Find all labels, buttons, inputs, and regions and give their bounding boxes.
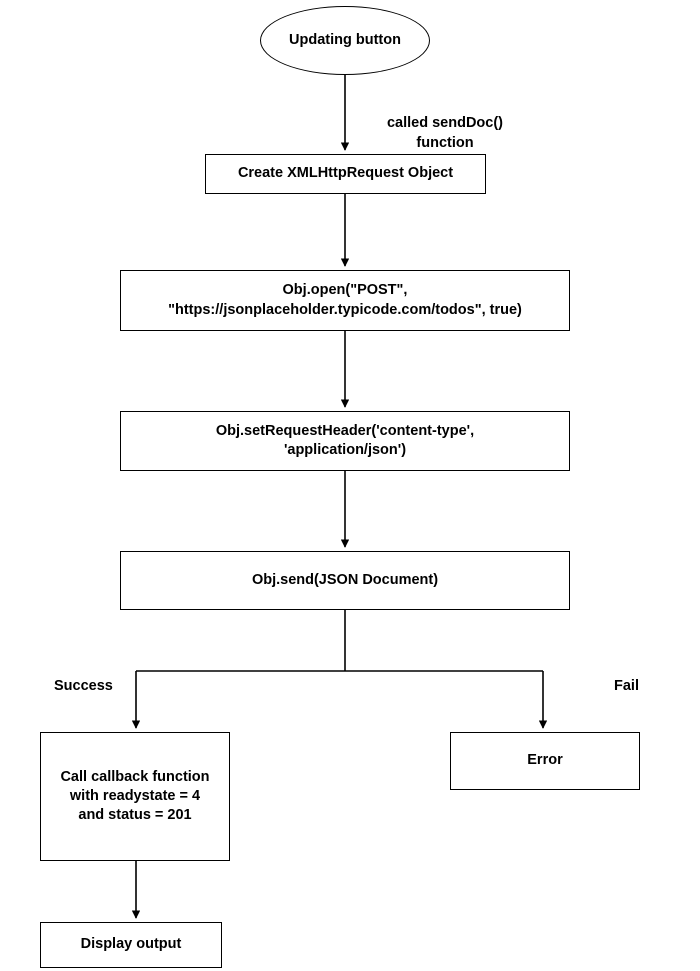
node-start-label: Updating button: [289, 31, 401, 48]
branch-label-fail: Fail: [614, 678, 639, 694]
node-display-output-label: Display output: [80, 936, 182, 953]
node-error-label: Error: [527, 752, 563, 769]
node-obj-open[interactable]: Obj.open("POST", "https://jsonplaceholde…: [120, 270, 570, 331]
branch-label-success: Success: [54, 678, 113, 694]
node-set-request-header[interactable]: Obj.setRequestHeader('content-type', 'ap…: [120, 411, 570, 471]
node-set-request-header-label: Obj.setRequestHeader('content-type', 'ap…: [215, 422, 475, 458]
branch-label-fail-text: Fail: [614, 678, 639, 694]
edge-label-called-senddoc-text: called sendDoc() function: [386, 115, 504, 151]
edge-label-called-senddoc: called sendDoc() function: [350, 95, 540, 153]
branch-label-success-text: Success: [54, 678, 113, 694]
node-callback-label: Call callback function with readystate =…: [60, 768, 210, 824]
node-error[interactable]: Error: [450, 732, 640, 790]
node-callback[interactable]: Call callback function with readystate =…: [40, 732, 230, 861]
node-obj-open-label: Obj.open("POST", "https://jsonplaceholde…: [168, 282, 522, 318]
node-start[interactable]: Updating button: [260, 6, 430, 75]
node-display-output[interactable]: Display output: [40, 922, 222, 968]
node-create-xhr-label: Create XMLHttpRequest Object: [237, 165, 454, 182]
node-obj-send[interactable]: Obj.send(JSON Document): [120, 551, 570, 610]
node-obj-send-label: Obj.send(JSON Document): [251, 571, 439, 588]
node-create-xhr[interactable]: Create XMLHttpRequest Object: [205, 154, 486, 194]
